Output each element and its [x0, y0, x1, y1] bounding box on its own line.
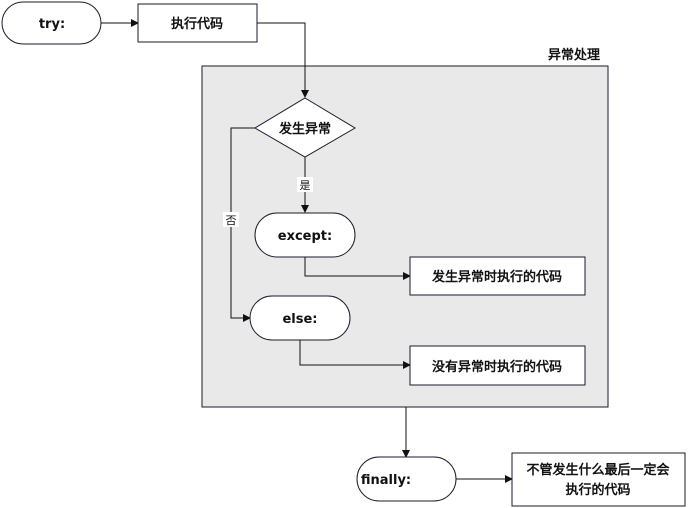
else-action-node[interactable] [409, 345, 586, 386]
except-label: except: [278, 229, 332, 244]
decision-label: 发生异常 [278, 121, 331, 137]
execute-code-label: 执行代码 [171, 16, 223, 32]
finally-action-node[interactable] [511, 452, 686, 507]
try-label: try: [39, 17, 65, 32]
yes-label: 是 [300, 179, 311, 192]
finally-action-label-line2: 执行的代码 [565, 482, 630, 498]
edge-else-action [299, 340, 411, 369]
except-action-label: 发生异常时执行的代码 [431, 269, 562, 285]
else-action-label: 没有异常时执行的代码 [432, 359, 562, 375]
edge-exec-decision [257, 22, 309, 98]
no-label: 否 [226, 214, 237, 227]
execute-code-node[interactable] [137, 3, 258, 43]
else-label: else: [282, 312, 317, 327]
edge-except-action [304, 257, 411, 280]
finally-label: finally: [361, 473, 411, 488]
yes-label-bg [297, 177, 313, 192]
except-action-node[interactable] [409, 256, 586, 296]
no-label-bg [223, 212, 239, 227]
group-title: 异常处理 [548, 47, 600, 63]
finally-action-label-line1: 不管发生什么最后一定会 [526, 462, 670, 478]
